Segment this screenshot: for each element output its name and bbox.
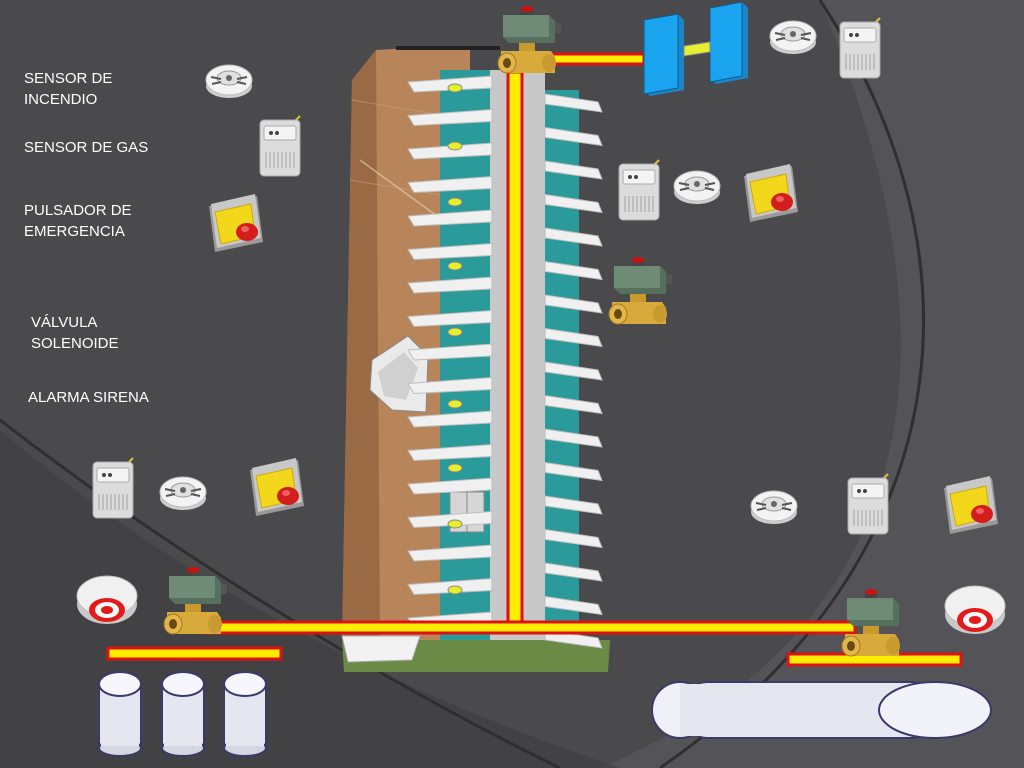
ceiling-light [447, 261, 463, 271]
legend-gas-detector-icon [259, 115, 301, 177]
floor-slab-right [544, 227, 603, 247]
legend-label-solenoid-valve: VÁLVULA SOLENOIDE [31, 314, 119, 352]
floor-slab-right [544, 428, 603, 448]
smoke-detector-icon [159, 476, 207, 511]
main-horizontal-pipe [203, 620, 857, 635]
ceiling-light [447, 463, 463, 473]
vertical-pipe [506, 70, 524, 634]
smoke-detector-icon [750, 490, 798, 525]
emergency-button-icon [943, 475, 999, 535]
emergency-button-icon [743, 163, 799, 223]
floor-slab-right [544, 461, 603, 482]
ceiling-light [447, 197, 463, 207]
building-floors [407, 75, 603, 649]
emergency-button-icon [249, 457, 305, 517]
floor-slab-right [544, 160, 603, 180]
left-pipe [106, 646, 283, 661]
floor-slab-left [407, 142, 493, 160]
floor-slab-left [407, 410, 493, 428]
floor-slab-right [544, 327, 603, 348]
legend-smoke-detector-icon [205, 64, 253, 99]
gas-detector-icon [92, 457, 134, 519]
legend-solenoid-valve-icon [608, 256, 673, 325]
legend-label-fire-sensor: SENSOR DE INCENDIO [24, 70, 113, 108]
solenoid-valve-icon [163, 566, 228, 635]
floor-slab-left [407, 209, 493, 227]
gas-detector-icon [839, 17, 881, 79]
floor-slab-left [407, 443, 493, 462]
ceiling-light [447, 585, 463, 595]
ceiling-light [447, 399, 463, 409]
solenoid-valve-icon [841, 588, 906, 657]
floor-slab-left [407, 477, 493, 495]
floor-slab-left [407, 175, 493, 194]
floor-slab-left [407, 75, 493, 93]
floor-slab-right [544, 595, 603, 616]
floor-slab-right [544, 361, 603, 381]
legend-label-emergency-button: PULSADOR DE EMERGENCIA [24, 202, 132, 240]
floor-slab-left [407, 376, 493, 395]
legend-emergency-button-icon [208, 193, 264, 253]
floor-slab-right [544, 126, 603, 147]
siren-alarm-icon [944, 585, 1006, 635]
ceiling-light [447, 83, 463, 93]
solenoid-valve-icon [497, 5, 562, 74]
gas-detector-icon [847, 473, 889, 535]
floor-slab-left [407, 242, 493, 261]
floor-slab-right [544, 394, 603, 415]
floor-slab-right [544, 260, 603, 281]
water-pump-icon [643, 1, 748, 96]
floor-slab-left [407, 577, 493, 596]
floor-slab-left [407, 108, 493, 127]
floor-slab-left [407, 544, 493, 562]
tank-icon [161, 671, 205, 757]
tank-icon [98, 671, 142, 757]
floor-slab-right [544, 294, 603, 314]
smoke-detector-icon [769, 20, 817, 55]
floor-slab-right [544, 93, 603, 113]
floor-slab-right [544, 528, 603, 549]
legend-label-siren-alarm: ALARMA SIRENA [28, 389, 149, 406]
horizontal-tank-icon [651, 681, 992, 739]
ceiling-light [447, 327, 463, 337]
floor-slab-right [544, 193, 603, 214]
siren-alarm-icon [76, 575, 138, 625]
smoke-detector-icon [673, 170, 721, 205]
floor-slab-right [544, 495, 603, 515]
ceiling-light [447, 519, 463, 529]
floor-slab-left [407, 309, 493, 328]
floor-slab-left [407, 276, 493, 294]
floor-slab-right [544, 562, 603, 582]
gas-detector-icon [618, 159, 660, 221]
tank-icon [223, 671, 267, 757]
floor-slab-left [407, 510, 493, 529]
ceiling-light [447, 141, 463, 151]
legend-label-gas-sensor: SENSOR DE GAS [24, 139, 149, 156]
floor-slab-left [407, 343, 493, 361]
